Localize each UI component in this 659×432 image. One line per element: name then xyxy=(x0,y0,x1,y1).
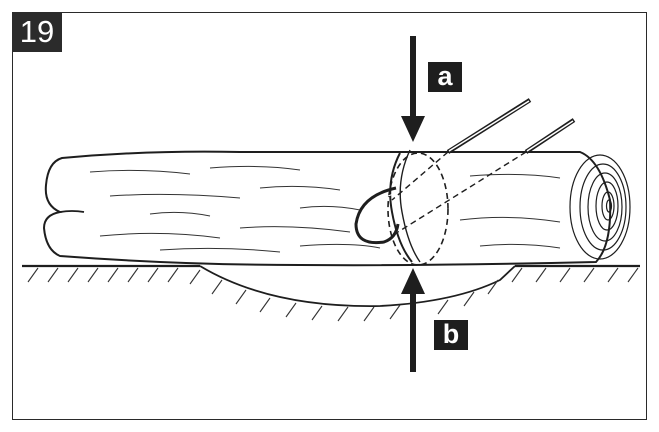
log-body xyxy=(42,150,612,267)
sling-front-band xyxy=(389,152,413,263)
ground-hatching xyxy=(27,267,639,322)
sling-front-band-edge xyxy=(399,149,421,263)
sling-hook-loop xyxy=(354,186,400,245)
arrow-a-head xyxy=(401,116,425,142)
step-number-badge: 19 xyxy=(12,12,62,52)
rope-hidden-1 xyxy=(391,151,449,201)
sling-hook-loop-inner xyxy=(361,193,395,238)
rope-1-core xyxy=(448,100,530,152)
bark-texture xyxy=(89,165,561,253)
arrow-b-head xyxy=(401,268,425,294)
sling-hidden-loop xyxy=(387,152,449,266)
rope-hidden-2 xyxy=(397,151,527,233)
force-label-b: b xyxy=(434,320,468,350)
force-label-a: a xyxy=(428,62,462,92)
end-grain-rings xyxy=(569,154,631,260)
rope-2-core xyxy=(526,120,574,152)
log-split xyxy=(59,210,85,213)
ground-hollow xyxy=(199,265,516,307)
